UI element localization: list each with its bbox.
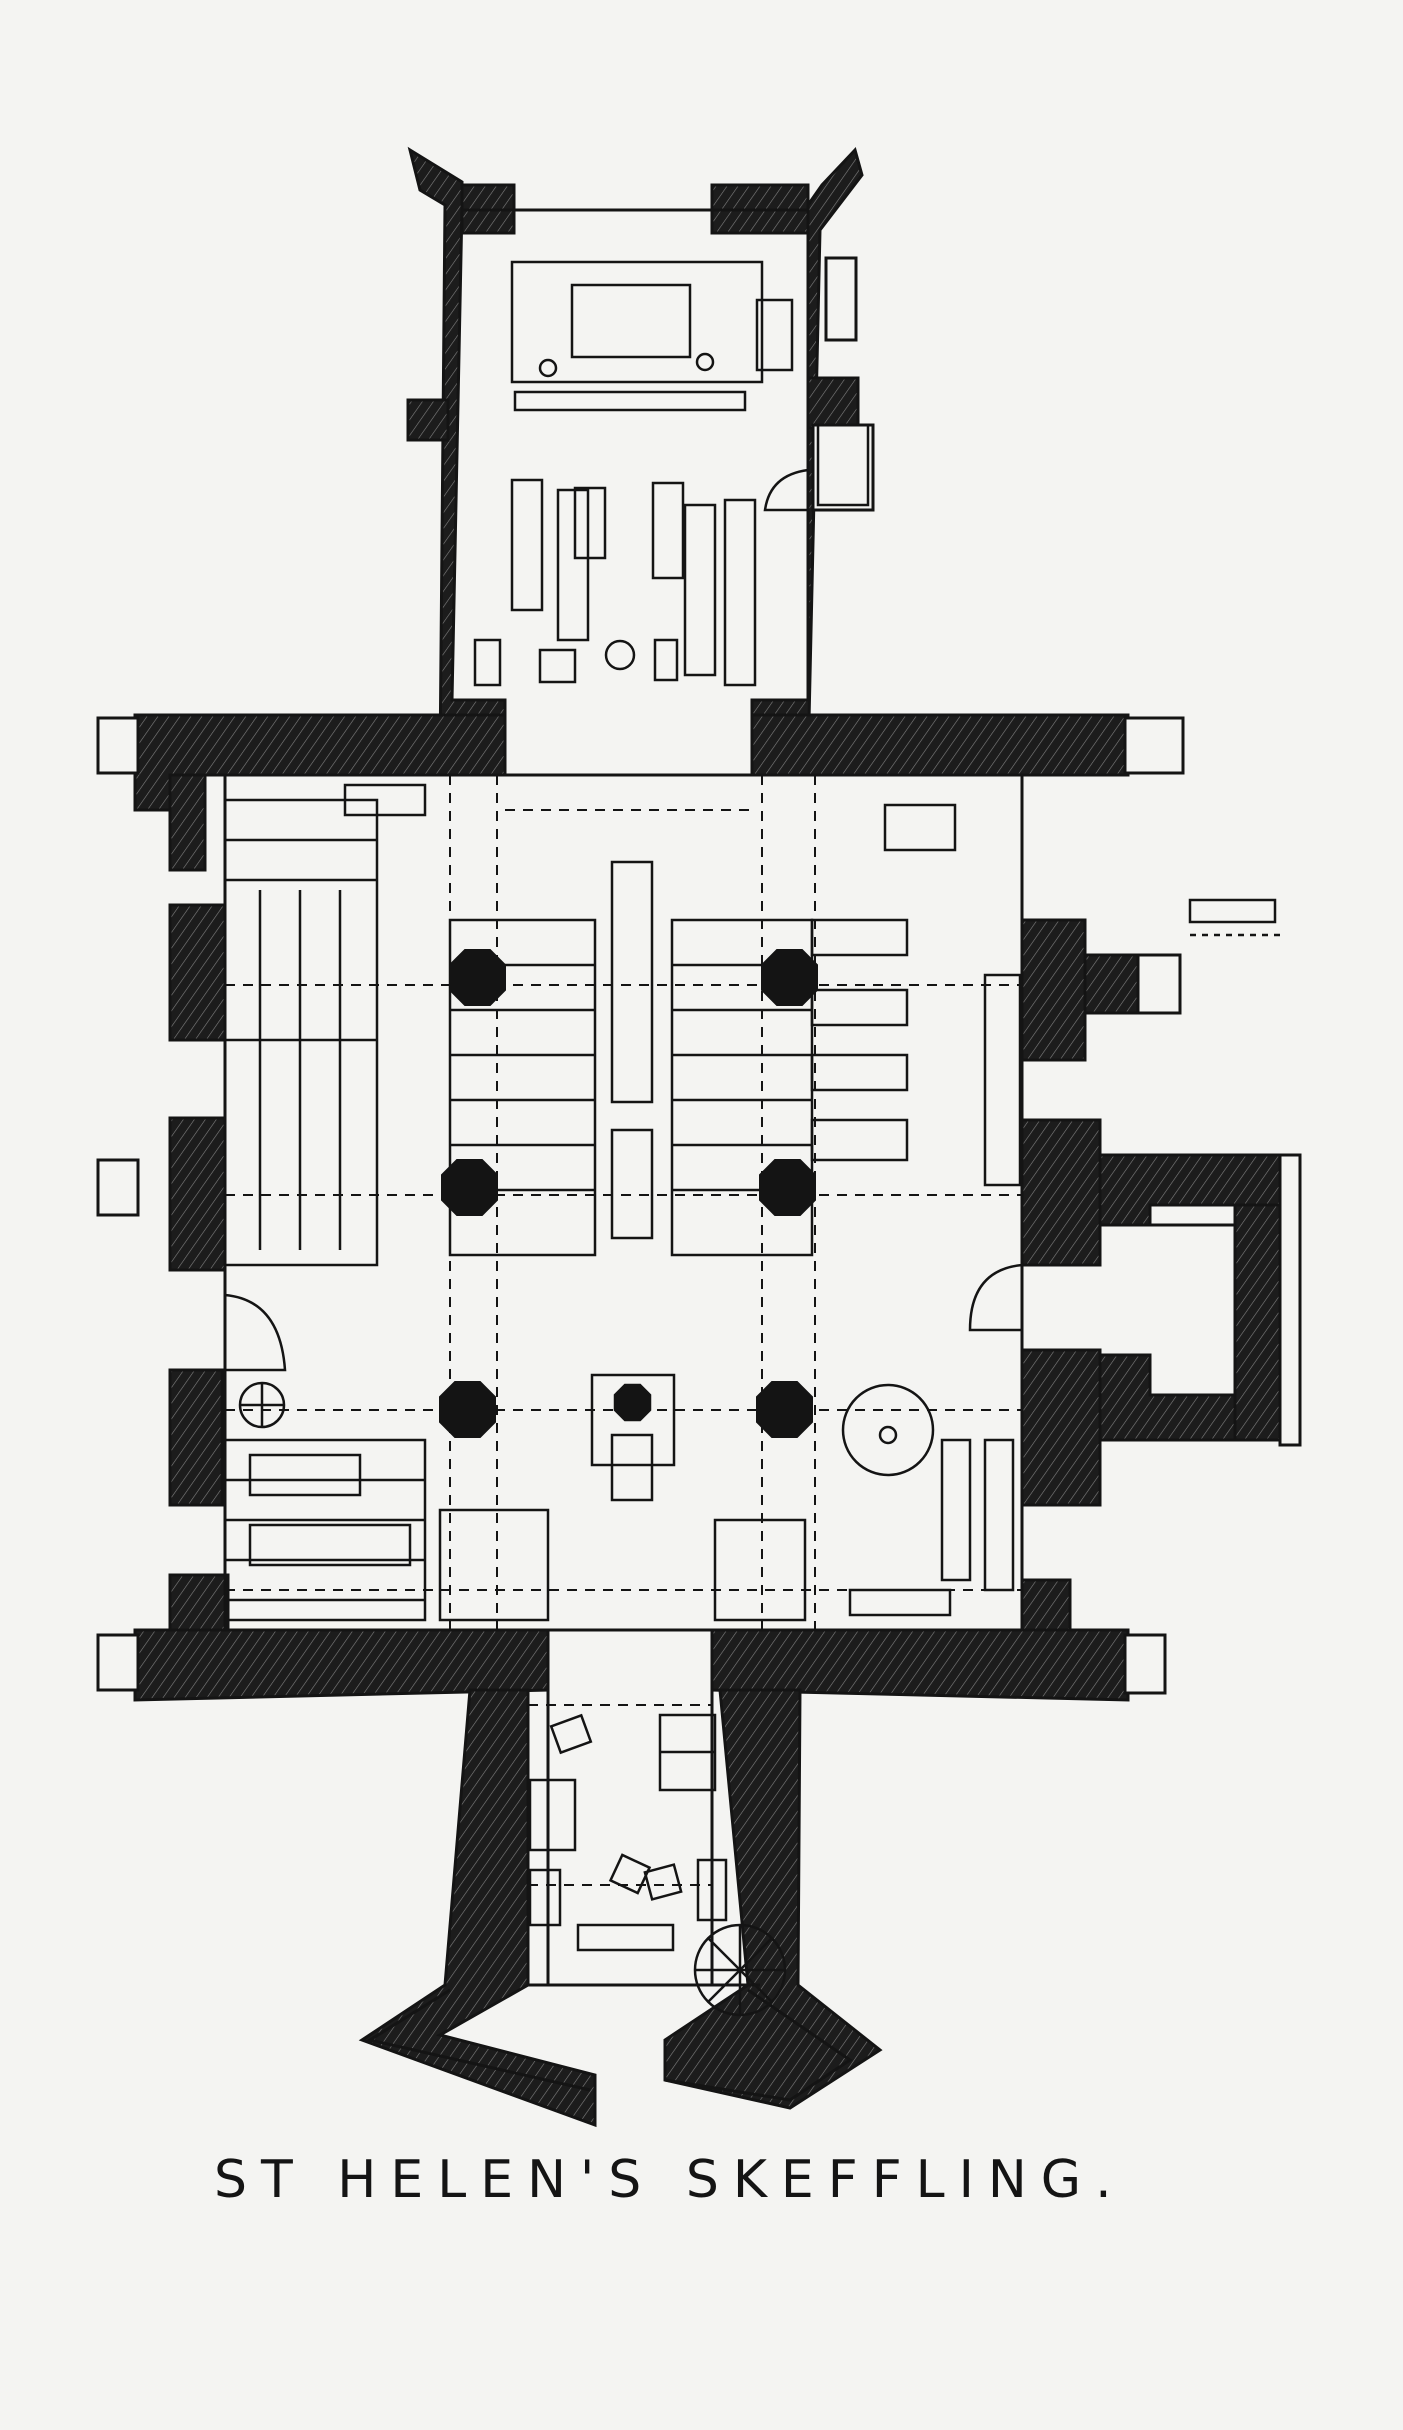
pulpit-right [713, 1518, 807, 1622]
tower-east-wall [663, 1688, 883, 2110]
buttress-cap-ne [1123, 716, 1185, 775]
south-font-circle [841, 1383, 935, 1477]
tower-bench-2 [528, 1868, 562, 1927]
choir-stall-l2 [556, 488, 590, 642]
nave-west-buttress-1 [168, 903, 227, 1042]
west-pew-block-upper [223, 798, 379, 1267]
buttress-cap-se [1123, 1633, 1167, 1695]
west-stall-2 [248, 1523, 412, 1567]
chancel-chair [653, 638, 679, 682]
chancel-table [538, 648, 577, 684]
east-bench [983, 973, 1022, 1187]
south-font-centre [878, 1425, 898, 1445]
south-bench-2 [983, 1438, 1015, 1592]
pew-side-r2 [810, 988, 909, 1027]
pew-side-r3 [810, 1053, 909, 1092]
porch-wall-left [1098, 1353, 1237, 1442]
chancel-west-wall [407, 146, 507, 767]
south-door-arc [968, 1263, 1024, 1332]
altar-cross-left [538, 358, 558, 378]
nave-east-buttress-1 [1020, 918, 1087, 1062]
sanctuary [510, 260, 794, 412]
nave-east-buttress-2 [1020, 1118, 1102, 1267]
tower-shelf [576, 1923, 675, 1952]
pew-side-r4 [810, 1118, 909, 1162]
pillar-ne [761, 949, 818, 1006]
chancel-buttress-left [406, 398, 450, 442]
nave-north-wall-east [750, 713, 1130, 777]
choir-stall-r2 [683, 503, 717, 677]
porch-wall-right [1233, 1203, 1282, 1442]
nave-pews [448, 860, 1022, 1257]
pulpit-left [438, 1508, 550, 1622]
centre-aisle-runner-2 [610, 1128, 654, 1240]
tower-bench-3 [696, 1858, 728, 1922]
window-sill-chancel [824, 256, 858, 342]
south-bench-3 [848, 1588, 952, 1617]
buttress-cap-e1 [1136, 953, 1182, 1015]
tower-chair-1 [549, 1713, 593, 1755]
chancel-vestry-box [811, 423, 875, 512]
vestry-table [883, 803, 957, 852]
chancel-lectern-box [473, 638, 502, 687]
chancel-grille [816, 423, 870, 507]
chancel-lectern [604, 639, 636, 671]
nave-west-wall-upper [168, 773, 207, 872]
nave-west-buttress-2 [168, 1116, 227, 1272]
west-stall-1 [248, 1453, 362, 1497]
pillar-nw [449, 949, 506, 1006]
font-bowl [613, 1383, 652, 1422]
west-pew-block-lower [223, 1438, 427, 1622]
sanctuary-step [510, 260, 764, 384]
walls [133, 146, 1282, 2128]
buttress-cap-sw [96, 1633, 140, 1692]
north-door-arc [223, 1293, 287, 1372]
choir-stall-r3 [723, 498, 757, 687]
porch-outer-frame [1278, 1153, 1302, 1447]
pillar-mw [441, 1159, 498, 1216]
nave-pillars [439, 949, 818, 1438]
tower-west-wall [358, 1688, 597, 2128]
tower-chair-2 [608, 1853, 652, 1895]
pillar-me [759, 1159, 816, 1216]
credence-shelf [755, 298, 794, 372]
buttress-cap-nw [96, 716, 140, 775]
tower-bench-1 [528, 1778, 577, 1852]
altar [570, 283, 692, 359]
chancel-door-arc [763, 468, 810, 512]
north-shelf [343, 783, 427, 817]
buttress-caps [96, 256, 1302, 1695]
choir-stall-l3 [573, 486, 607, 560]
nave-west-buttress-3 [168, 1368, 224, 1507]
nave-east-buttress-3 [1020, 1348, 1102, 1507]
choir-stall-r1 [651, 481, 685, 580]
tower-chair-3 [643, 1863, 683, 1901]
pew-side-r1 [810, 918, 909, 957]
altar-rail [513, 390, 747, 412]
west-pews [223, 798, 427, 1622]
font-base [590, 1373, 676, 1467]
chancel-buttress-right [806, 376, 860, 430]
buttress-cap-w2 [96, 1158, 140, 1217]
altar-cross-right [695, 352, 715, 372]
south-bench-1 [940, 1438, 972, 1582]
choir-stalls [510, 423, 870, 687]
arcade-lines [225, 774, 1022, 1886]
furnishings [223, 468, 1280, 2017]
font-step [610, 1433, 654, 1502]
centre-aisle-runner-1 [610, 860, 654, 1104]
east-window-box [1188, 898, 1277, 924]
choir-stall-l1 [510, 478, 544, 612]
nave-east-buttress-ext [1083, 953, 1142, 1015]
drawing-title: ST HELEN'S SKEFFLING. [214, 2150, 1126, 2210]
